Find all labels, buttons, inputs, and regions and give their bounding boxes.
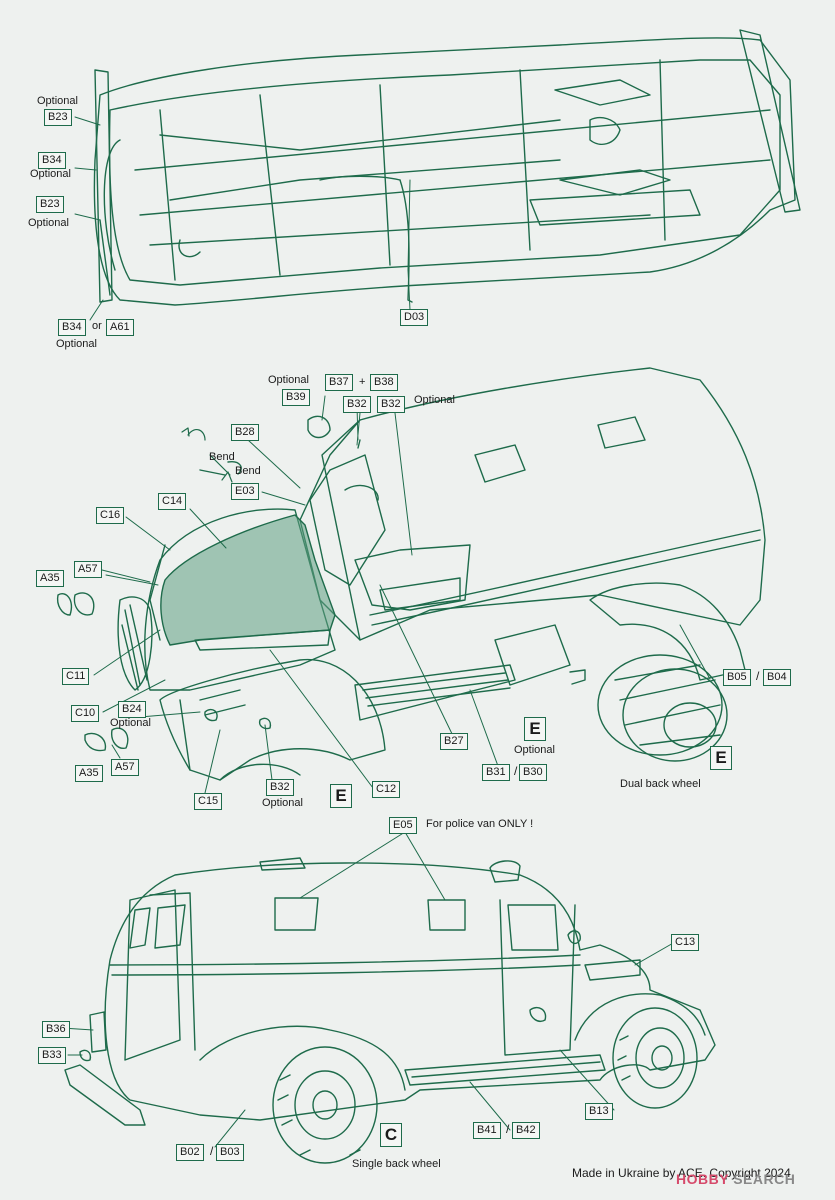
part-label-b32: B32: [266, 779, 294, 796]
optional-note: Optional: [28, 217, 69, 229]
van-front-three-quarter-drawing: [56, 367, 766, 781]
part-label-b13: B13: [585, 1103, 613, 1120]
part-label-b31: B31: [482, 764, 510, 781]
copyright-footer: Made in Ukraine by ACE. Copyright 2024: [572, 1166, 791, 1180]
part-label-b23: B23: [44, 109, 72, 126]
part-label-b33: B33: [38, 1047, 66, 1064]
part-label-d03: D03: [400, 309, 429, 326]
part-label-c14: C14: [158, 493, 187, 510]
section-letter-e: E: [330, 784, 352, 808]
leader-lines: [61, 116, 711, 1148]
part-label-b41: B41: [473, 1122, 501, 1139]
optional-note: Optional: [37, 95, 78, 107]
part-label-b23: B23: [36, 196, 64, 213]
part-label-c10: C10: [71, 705, 100, 722]
part-label-e05: E05: [389, 817, 417, 834]
part-label-b34: B34: [38, 152, 66, 169]
part-label-b02: B02: [176, 1144, 204, 1161]
part-label-b32: B32: [377, 396, 405, 413]
part-label-c13: C13: [671, 934, 700, 951]
part-label-e03: E03: [231, 483, 259, 500]
watermark-part: HOBBY: [676, 1171, 729, 1187]
optional-note: Optional: [514, 744, 555, 756]
part-label-b36: B36: [42, 1021, 70, 1038]
bend-note: Bend: [235, 465, 261, 477]
section-letter-c: C: [380, 1123, 402, 1147]
part-label-b34: B34: [58, 319, 86, 336]
bend-note: Bend: [209, 451, 235, 463]
part-label-b04: B04: [763, 669, 791, 686]
part-label-b24: B24: [118, 701, 146, 718]
optional-note: Optional: [56, 338, 97, 350]
part-label-b28: B28: [231, 424, 259, 441]
part-label-b30: B30: [519, 764, 547, 781]
part-label-c15: C15: [194, 793, 223, 810]
part-label-b38: B38: [370, 374, 398, 391]
part-label-a57: A57: [74, 561, 102, 578]
part-label-a35: A35: [75, 765, 103, 782]
bend-arrows: [181, 427, 233, 483]
optional-note: Optional: [262, 797, 303, 809]
part-label-b32: B32: [343, 396, 371, 413]
dual-back-wheel-caption: Dual back wheel: [620, 778, 701, 790]
part-label-a35: A35: [36, 570, 64, 587]
part-label-b05: B05: [723, 669, 751, 686]
or-word: or: [92, 320, 102, 332]
hood-part-highlight: [160, 514, 336, 646]
plus-sign: +: [359, 376, 366, 388]
part-label-b42: B42: [512, 1122, 540, 1139]
part-label-c11: C11: [62, 668, 90, 685]
section-letter-e: E: [710, 746, 732, 770]
part-label-a61: A61: [106, 319, 134, 336]
watermark-part: SEARCH: [733, 1171, 796, 1187]
optional-note: Optional: [30, 168, 71, 180]
optional-note: Optional: [414, 394, 455, 406]
slash-separator: /: [506, 1122, 510, 1136]
police-van-note: For police van ONLY !: [426, 818, 534, 830]
part-label-b37: B37: [325, 374, 353, 391]
van-rear-three-quarter-drawing: [64, 857, 716, 1164]
single-back-wheel-caption: Single back wheel: [352, 1158, 441, 1170]
watermark-logo: HOBBY SEARCH: [676, 1171, 795, 1187]
optional-note: Optional: [268, 374, 309, 386]
section-letter-e: E: [524, 717, 546, 741]
slash-separator: /: [514, 764, 518, 778]
part-label-c12: C12: [372, 781, 401, 798]
chassis-underside-drawing: [93, 29, 801, 306]
slash-separator: /: [756, 669, 760, 683]
part-label-b39: B39: [282, 389, 310, 406]
part-label-a57: A57: [111, 759, 139, 776]
optional-note: Optional: [110, 717, 151, 729]
slash-separator: /: [210, 1144, 214, 1158]
part-label-b27: B27: [440, 733, 468, 750]
part-label-c16: C16: [96, 507, 125, 524]
part-label-b03: B03: [216, 1144, 244, 1161]
